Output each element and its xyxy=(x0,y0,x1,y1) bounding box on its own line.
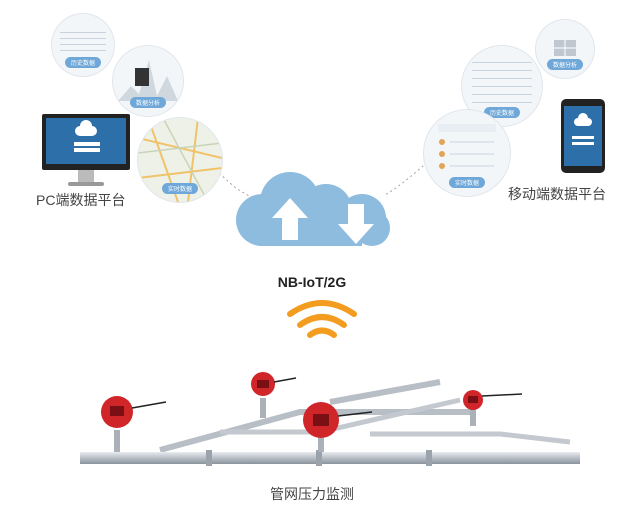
pc-realtime-circle: 实时数据 xyxy=(138,118,222,202)
sensor-list-icon xyxy=(439,139,494,169)
smartphone-icon xyxy=(561,99,605,173)
pressure-sensor-4 xyxy=(463,390,523,426)
pc-history-circle: 历史数据 xyxy=(52,14,114,76)
map-icon xyxy=(138,118,222,202)
wifi-icon xyxy=(287,300,357,338)
pc-analysis-circle: 数据分析 xyxy=(113,46,183,116)
download-arrow-icon xyxy=(338,204,374,244)
pressure-sensor-1 xyxy=(101,396,167,452)
grid-chart-icon xyxy=(554,40,576,56)
mobile-realtime-circle: 实时数据 xyxy=(424,110,510,196)
mobile-realtime-badge: 实时数据 xyxy=(448,177,486,188)
pipeline-label: 管网压力监测 xyxy=(270,486,354,502)
desktop-monitor-icon xyxy=(42,114,130,186)
pc-realtime-badge: 实时数据 xyxy=(161,183,199,194)
analysis-chart-icon xyxy=(118,60,178,101)
pc-analysis-badge: 数据分析 xyxy=(129,97,167,108)
mobile-platform-label: 移动端数据平台 xyxy=(508,186,606,202)
pc-platform-label: PC端数据平台 xyxy=(36,192,126,208)
pc-history-badge: 历史数据 xyxy=(64,57,102,68)
pressure-sensor-2 xyxy=(251,372,297,418)
mobile-history-badge: 历史数据 xyxy=(483,107,521,118)
mobile-analysis-badge: 数据分析 xyxy=(546,59,584,70)
network-label: NB-IoT/2G xyxy=(277,274,347,290)
pressure-sensor-3 xyxy=(303,402,373,452)
pipeline-diagram xyxy=(80,372,580,466)
cloud-icon xyxy=(236,172,390,246)
upload-arrow-icon xyxy=(272,198,308,240)
mobile-analysis-circle: 数据分析 xyxy=(536,20,594,78)
